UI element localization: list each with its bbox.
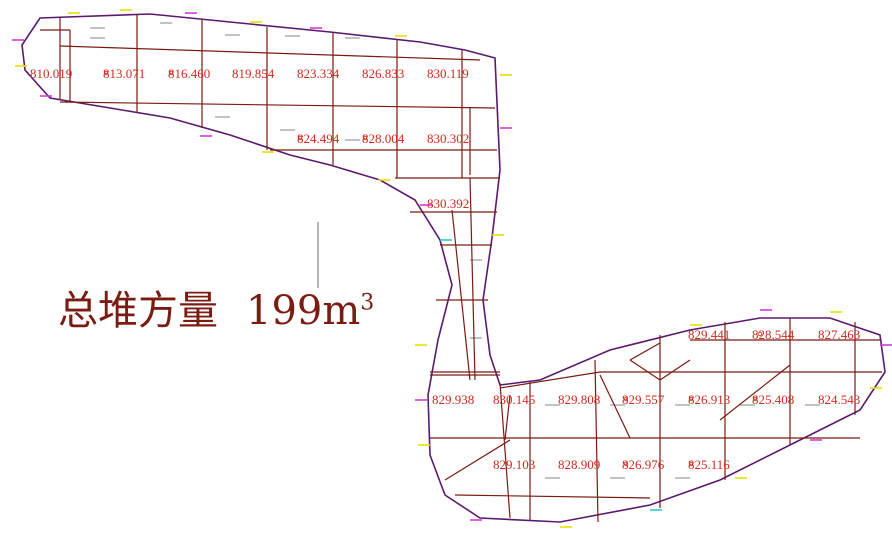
total-volume-label: 总堆方量 199m3 [58,278,374,336]
bottom-grid [430,318,882,523]
site-boundary [21,13,886,523]
elevation-points [103,70,763,467]
cell-annotations [90,22,820,479]
elevation-label: 823.334 [297,66,340,81]
elevation-label: 828.544 [752,327,795,342]
elevation-label: 830.145 [493,392,535,407]
top-grid [40,14,500,381]
survey-markers [12,9,892,528]
elevation-label: 824.494 [297,131,340,146]
elevation-label: 830.119 [427,66,469,81]
elevation-label: 830.392 [427,196,469,211]
elevation-label: 826.833 [362,66,404,81]
elevation-label: 830.302 [427,131,469,146]
elevation-label: 819.854 [232,66,275,81]
elevation-label: 829.103 [493,457,535,472]
elevation-label: 813.071 [103,66,145,81]
elevation-label: 828.004 [362,131,405,146]
elevation-labels: 810.019 813.071 816.460 819.854 823.334 … [30,66,860,472]
elevation-label: 810.019 [30,66,72,81]
elevation-label: 825.408 [752,392,794,407]
total-volume-exponent: 3 [360,290,375,316]
elevation-label: 826.976 [622,457,665,472]
elevation-label: 829.557 [622,392,665,407]
elevation-label: 828.909 [558,457,600,472]
elevation-label: 827.463 [818,327,860,342]
elevation-label: 816.460 [168,66,210,81]
elevation-label: 829.808 [558,392,600,407]
total-label-text: 总堆方量 [58,288,218,334]
elevation-label: 829.441 [688,327,730,342]
total-volume-value: 199 [246,288,323,334]
elevation-label: 829.938 [432,392,474,407]
elevation-label: 826.913 [688,392,730,407]
elevation-label: 824.543 [818,392,860,407]
total-volume-unit: m [322,288,361,334]
elevation-label: 825.116 [688,457,730,472]
